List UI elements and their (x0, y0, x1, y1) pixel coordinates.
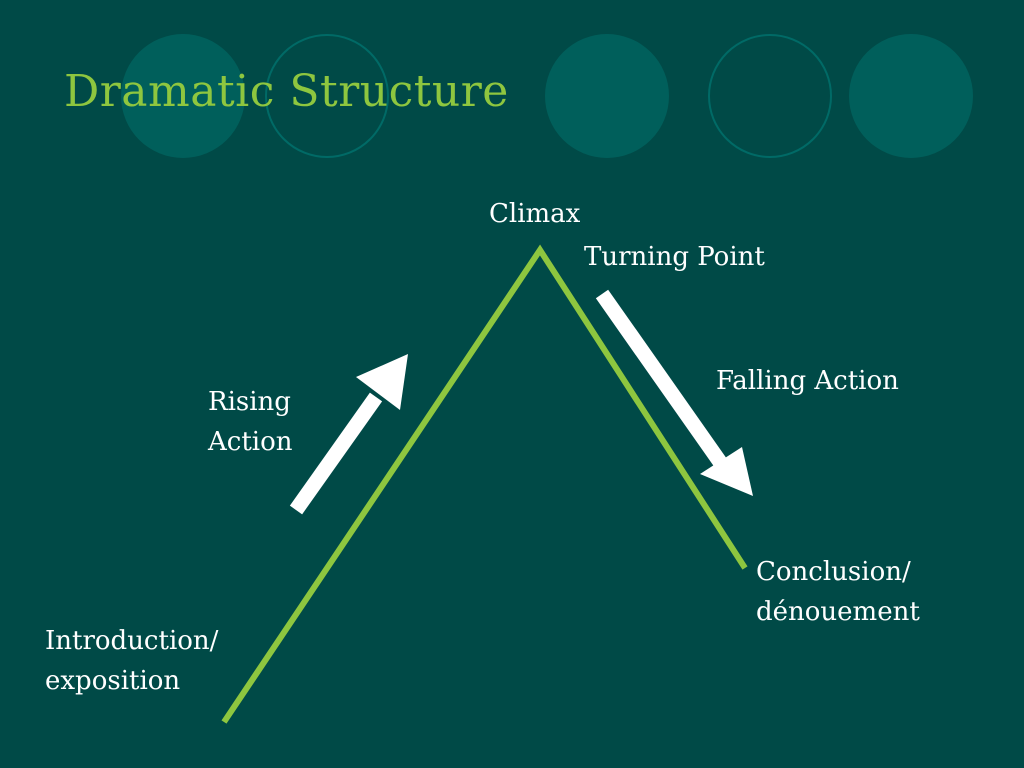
page-title: Dramatic Structure (64, 66, 509, 117)
falling-action-arrow (595, 289, 753, 496)
rising-action-label: Rising Action (208, 382, 293, 462)
rising-action-label-line-2: Action (208, 427, 293, 457)
deco-circle-outline-2 (708, 34, 832, 158)
deco-circle-outline-1 (265, 34, 389, 158)
introduction-label-line-1: Introduction/ (45, 626, 219, 656)
deco-circle-filled-1 (121, 34, 245, 158)
conclusion-label-line-1: Conclusion/ (756, 557, 911, 587)
introduction-label: Introduction/ exposition (45, 621, 218, 701)
deco-circle-filled-3 (849, 34, 973, 158)
introduction-label-line-2: exposition (45, 666, 181, 696)
rising-action-label-line-1: Rising (208, 387, 291, 417)
turning-point-label: Turning Point (584, 242, 765, 272)
deco-circle-filled-2 (545, 34, 669, 158)
conclusion-label: Conclusion/ dénouement (756, 552, 920, 632)
falling-action-label: Falling Action (716, 366, 899, 396)
rising-action-arrow (289, 354, 408, 515)
conclusion-label-line-2: dénouement (756, 597, 920, 627)
plot-line (221, 244, 748, 724)
climax-label: Climax (489, 199, 581, 229)
